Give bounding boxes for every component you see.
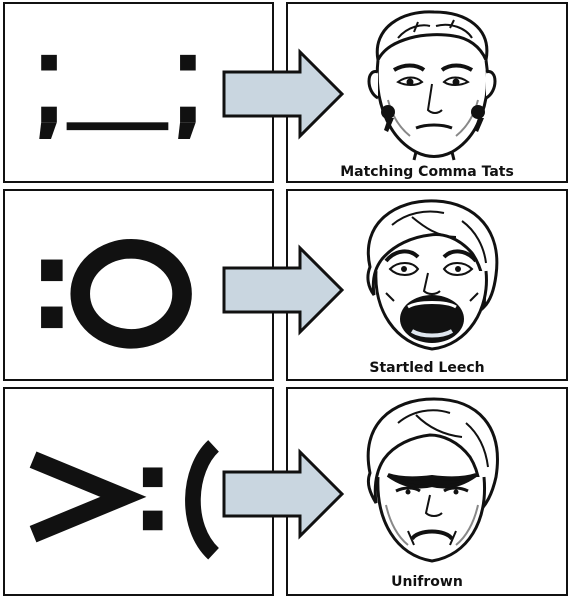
emoticon-surprised-graphic [41, 238, 192, 349]
right-arrow-icon [222, 448, 345, 540]
caption-startled-leech: Startled Leech [369, 360, 485, 376]
caption-matching-comma-tats: Matching Comma Tats [340, 164, 514, 180]
face-unifrown-illustration [366, 397, 499, 563]
caption-unifrown: Unifrown [391, 574, 463, 590]
right-arrow-icon [222, 48, 345, 140]
right-arrow-icon [222, 244, 345, 336]
face-comma-tats-illustration [367, 10, 497, 161]
emoticon-crying-graphic [39, 54, 196, 139]
emoticon-angry-graphic [29, 440, 220, 560]
face-startled-leech-illustration [366, 199, 499, 351]
face-panel-matching-comma-tats: Matching Comma Tats [286, 2, 568, 183]
face-panel-startled-leech: Startled Leech [286, 189, 568, 381]
